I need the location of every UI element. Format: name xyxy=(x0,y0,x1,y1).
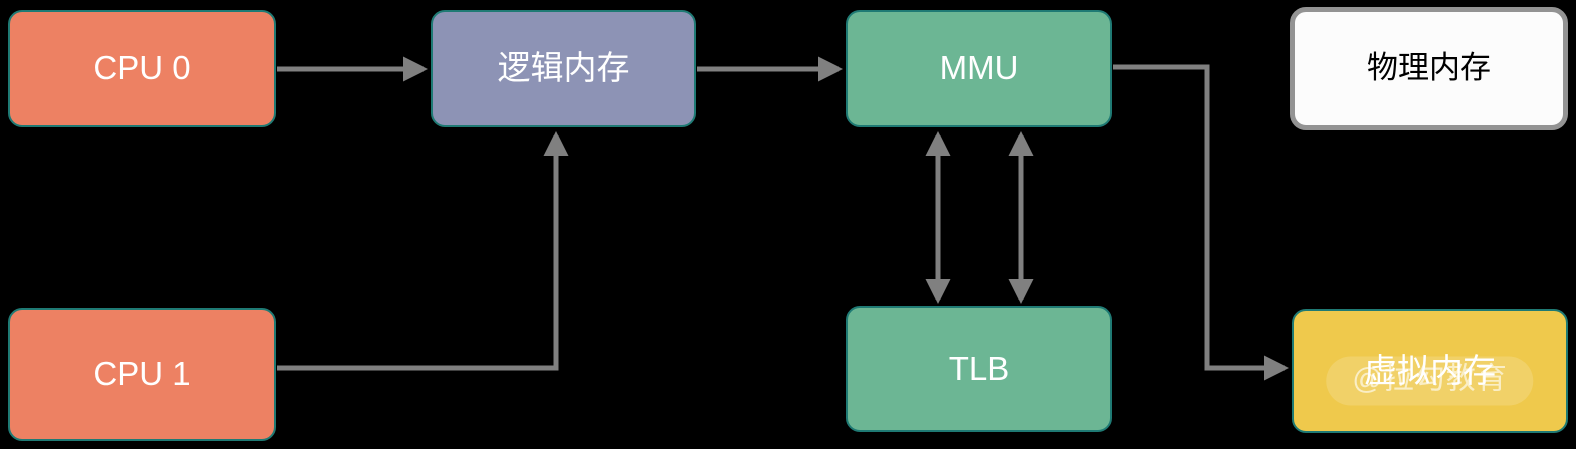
edge-cpu1-to-logical-memory xyxy=(277,130,569,371)
edge-mmu-to-virtual-memory xyxy=(1113,64,1290,381)
node-cpu-0[interactable]: CPU 0 xyxy=(8,10,276,127)
node-cpu-1-label: CPU 1 xyxy=(93,355,191,393)
node-mmu[interactable]: MMU xyxy=(846,10,1112,127)
node-physical-memory-label: 物理内存 xyxy=(1367,50,1491,86)
node-mmu-label: MMU xyxy=(939,49,1019,87)
node-virtual-memory-label: 虚拟内存 xyxy=(1364,351,1496,389)
node-tlb[interactable]: TLB xyxy=(846,306,1112,432)
node-logical-memory-label: 逻辑内存 xyxy=(497,49,630,87)
node-tlb-label: TLB xyxy=(948,349,1010,387)
node-logical-memory[interactable]: 逻辑内存 xyxy=(431,10,696,127)
node-physical-memory[interactable]: 物理内存 xyxy=(1290,7,1568,130)
node-virtual-memory[interactable]: 虚拟内存 @拉勾教育 xyxy=(1292,309,1568,433)
node-cpu-1[interactable]: CPU 1 xyxy=(8,308,276,441)
node-cpu-0-label: CPU 0 xyxy=(93,49,191,87)
